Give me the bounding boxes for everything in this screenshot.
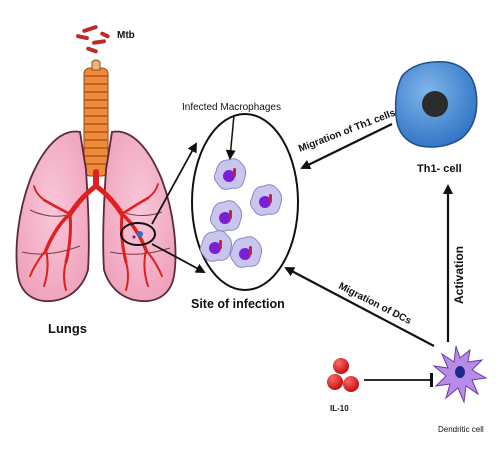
infected-macrophage-icon — [229, 236, 263, 268]
right-lung-icon — [102, 130, 177, 302]
mtb-label: Mtb — [117, 30, 135, 41]
bronchial-tree-icon — [29, 169, 163, 291]
infected-macrophage-icon — [209, 200, 243, 232]
mtb-bacteria-icon — [76, 25, 110, 54]
th1-cell-icon — [394, 61, 478, 148]
infection-focus-icon — [120, 222, 156, 246]
infected-macrophage-icon — [213, 158, 247, 190]
trachea-icon — [83, 59, 109, 177]
infected-macrophage-icon — [249, 184, 283, 216]
dendritic-cell-label: Dendritic cell — [438, 425, 484, 434]
migration-th1-label: Migration of Th1 cells — [297, 108, 397, 155]
migration-dcs-label: Migration of DCs — [337, 281, 414, 327]
zoom-line-upper — [151, 142, 197, 225]
il10-label: IL-10 — [330, 404, 349, 413]
zoom-line-lower — [151, 243, 206, 273]
il10-molecules-icon — [327, 358, 359, 392]
macrophage-pointer-arrow — [225, 114, 236, 160]
lungs-label: Lungs — [48, 321, 87, 336]
left-lung-icon — [15, 130, 90, 302]
infected-macrophage-icon — [199, 230, 233, 262]
th1-cell-label: Th1- cell — [417, 163, 462, 175]
activation-label: Activation — [452, 246, 466, 304]
th1-migration-arrow — [300, 123, 393, 169]
dc-migration-arrow — [284, 267, 435, 347]
dendritic-cell-icon — [432, 345, 488, 404]
infected-macrophages-label: Infected Macrophages — [182, 102, 281, 113]
site-of-infection-label: Site of infection — [191, 297, 285, 311]
